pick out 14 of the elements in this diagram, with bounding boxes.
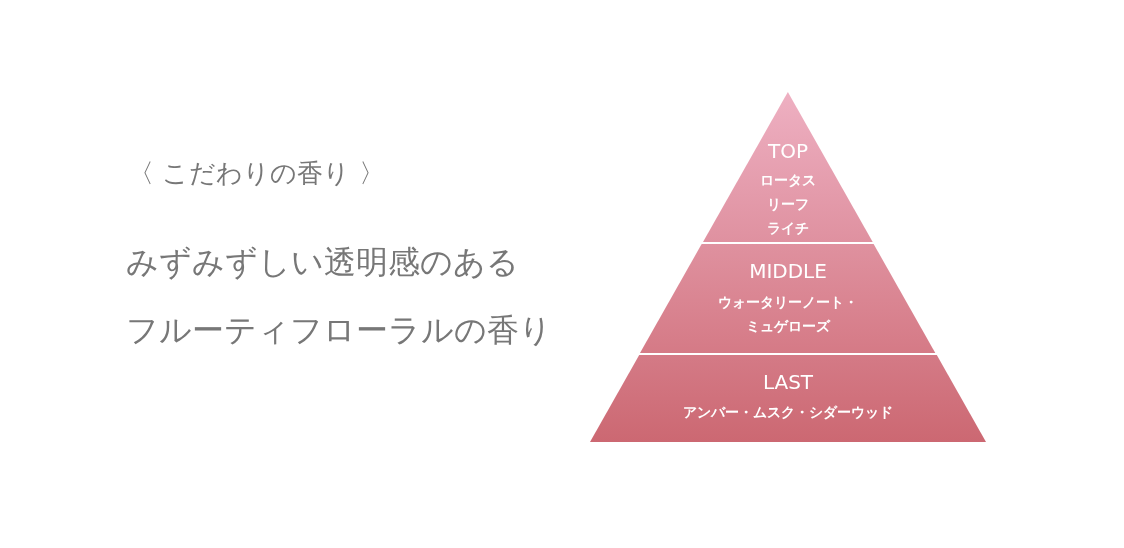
description-text: みずみずしい透明感のある xyxy=(126,242,519,282)
tier-label: LAST xyxy=(762,371,814,393)
scent-note: アンバー・ムスク・シダーウッド xyxy=(683,403,893,422)
scent-note: ウォータリーノート・ミュゲローズ xyxy=(717,293,859,336)
scent-note: ライチ xyxy=(767,219,809,238)
scent-note: ロータス xyxy=(760,171,816,190)
scent-note: リーフ xyxy=(767,195,809,214)
pyramid-tier xyxy=(590,355,986,442)
tier-label: TOP xyxy=(767,140,808,162)
heading: 〈 こだわりの香り 〉 xyxy=(128,157,385,190)
tier-label: MIDDLE xyxy=(749,260,827,282)
pyramid-tier xyxy=(640,244,936,353)
description-text: フルーティフローラルの香り xyxy=(126,310,552,350)
pyramid-apex-tier xyxy=(703,92,873,242)
